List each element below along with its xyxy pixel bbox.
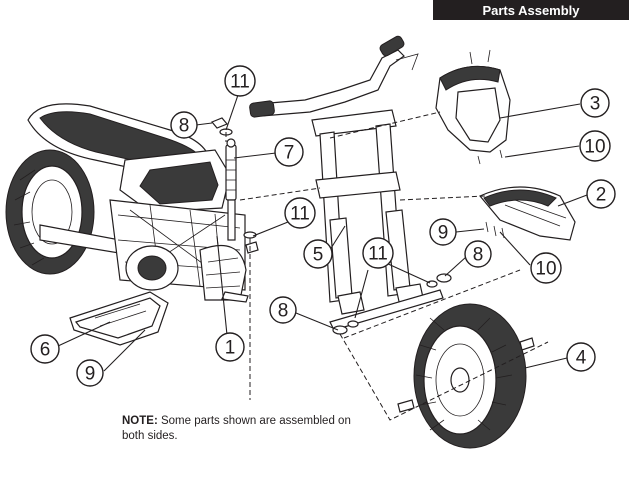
svg-text:3: 3 xyxy=(590,94,601,115)
svg-text:2: 2 xyxy=(596,185,607,206)
skid-plate-drawing xyxy=(69,291,169,346)
note-text: Some parts shown are assembled on both s… xyxy=(122,415,351,442)
note-label: NOTE: xyxy=(122,415,158,427)
svg-text:5: 5 xyxy=(313,245,324,266)
front-wheel-drawing xyxy=(397,303,535,449)
callout-8-right: 8 xyxy=(464,240,492,268)
callout-9-left: 9 xyxy=(76,359,104,387)
callout-8-top: 8 xyxy=(170,111,198,139)
callout-leaders xyxy=(57,94,588,372)
assembly-guide-lines xyxy=(225,111,549,421)
callout-11-mid: 11 xyxy=(284,197,316,229)
svg-text:1: 1 xyxy=(225,338,236,359)
headlight-cover-drawing xyxy=(435,49,511,165)
svg-text:6: 6 xyxy=(40,340,51,361)
callout-5: 5 xyxy=(303,239,333,269)
svg-text:11: 11 xyxy=(230,72,250,93)
assembly-note: NOTE: Some parts shown are assembled on … xyxy=(122,414,362,444)
callout-6: 6 xyxy=(30,334,60,364)
callout-8-lower: 8 xyxy=(269,296,297,324)
svg-text:4: 4 xyxy=(576,348,587,369)
callout-2: 2 xyxy=(586,179,616,209)
motorcycle-body-drawing xyxy=(5,103,249,303)
callout-7: 7 xyxy=(274,137,304,167)
callout-10-lower: 10 xyxy=(530,252,562,284)
callout-11-lower: 11 xyxy=(362,237,394,269)
callout-1: 1 xyxy=(215,332,245,362)
front-fork-drawing xyxy=(249,35,452,335)
svg-text:10: 10 xyxy=(584,137,605,158)
svg-text:9: 9 xyxy=(438,223,449,244)
svg-text:8: 8 xyxy=(179,116,190,137)
callout-4: 4 xyxy=(566,342,596,372)
callout-10-top: 10 xyxy=(579,130,611,162)
svg-text:7: 7 xyxy=(284,143,295,164)
svg-text:8: 8 xyxy=(473,245,484,266)
svg-text:10: 10 xyxy=(535,259,556,280)
callout-11-top: 11 xyxy=(224,65,256,97)
section-title: Parts Assembly xyxy=(482,2,580,18)
svg-text:11: 11 xyxy=(368,244,388,265)
front-fender-drawing xyxy=(479,186,576,241)
callout-9-right: 9 xyxy=(429,218,457,246)
section-header: Parts Assembly xyxy=(433,0,629,20)
svg-text:9: 9 xyxy=(85,364,96,385)
callout-3: 3 xyxy=(580,88,610,118)
rear-shock-drawing xyxy=(211,117,259,254)
svg-text:11: 11 xyxy=(290,204,310,225)
svg-text:8: 8 xyxy=(278,301,289,322)
